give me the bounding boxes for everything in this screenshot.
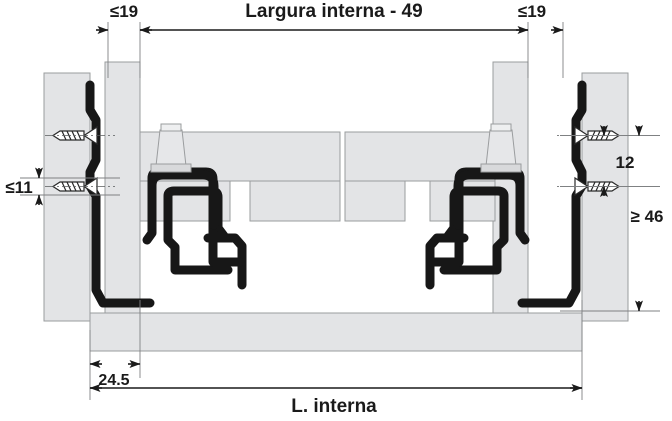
drawer-bottom-panel <box>89 312 583 352</box>
dowel-right <box>480 123 522 173</box>
outer-shell-right <box>453 170 525 230</box>
cabinet-member-right <box>517 80 587 308</box>
dim-label-top-left: ≤19 <box>110 2 138 21</box>
mounting-screw-left-upper <box>45 125 115 146</box>
dim-label-bottom-overall: L. interna <box>291 396 377 417</box>
inner-rail-left-lower <box>163 198 233 275</box>
dowel-left <box>150 123 192 173</box>
drawer-side-panel-left <box>104 61 141 323</box>
dowel-flange-left <box>150 163 192 173</box>
cabinet-member-left <box>85 80 155 308</box>
inner-rail-right-tab <box>427 227 464 267</box>
dim-label-right-12: 12 <box>616 153 635 172</box>
dimension-top-right: ≤19 <box>516 2 564 34</box>
dowel-cap-left <box>160 123 182 132</box>
inner-rail-right-lower <box>439 198 509 275</box>
dim-label-top-center: Largura interna - 49 <box>245 1 422 22</box>
dimension-right-12: 12 <box>600 125 635 197</box>
dimension-right-46: ≥ 46 <box>631 125 664 312</box>
dimension-bottom-offset: 24.5 <box>89 360 141 389</box>
runner-sub-band-right-inner <box>344 180 406 222</box>
outer-shell-left <box>147 170 219 230</box>
dowel-body-right <box>485 129 517 167</box>
leader-lines-horizontal <box>20 135 660 312</box>
panel-group <box>43 61 629 352</box>
dim-label-left-vertical: ≤11 <box>5 178 32 197</box>
dimension-left-vertical: ≤11 <box>5 167 43 206</box>
mounting-screw-left-lower <box>45 176 115 197</box>
dowel-cap-right <box>490 123 512 132</box>
dimension-top-center: Largura interna - 49 <box>140 1 528 31</box>
cabinet-side-panel-right <box>581 72 629 322</box>
dim-label-top-right: ≤19 <box>518 2 546 21</box>
dim-label-bottom-offset: 24.5 <box>98 372 129 389</box>
slide-rail-profile-left-detail <box>147 170 219 230</box>
dimension-bottom-overall: L. interna <box>89 384 583 417</box>
dowel-flange-right <box>480 163 522 173</box>
runner-sub-band-left-inner <box>249 180 341 222</box>
dim-label-right-46: ≥ 46 <box>631 207 664 226</box>
inner-rail-left-tab <box>208 227 245 267</box>
cabinet-side-panel-left <box>43 72 91 322</box>
dowel-body-left <box>155 129 187 167</box>
